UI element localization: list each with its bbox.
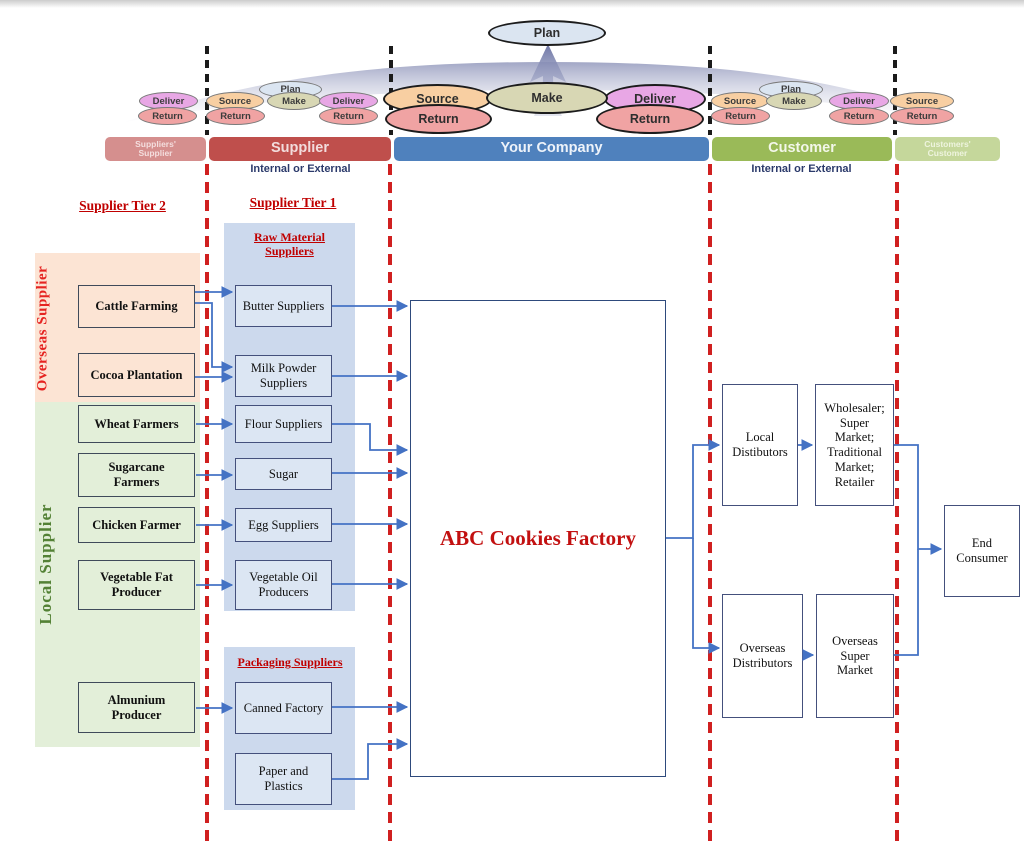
band-customer: Customer: [712, 137, 892, 161]
heading-supplier-tier2: Supplier Tier 2: [79, 198, 166, 213]
band-suppliers-supplier-line1: Suppliers': [135, 139, 176, 150]
band-customers-customer-line2: Customer: [927, 148, 968, 158]
tier2-box-cattle-farming: Cattle Farming: [78, 285, 195, 328]
local-supplier-panel: [35, 402, 200, 747]
band-customers-customer: Customers' Customer: [895, 137, 1000, 161]
zone-divider-red-1: [205, 164, 209, 845]
band-suppliers-supplier: Suppliers' Supplier: [105, 137, 206, 161]
zone-divider-top-1: [205, 46, 209, 135]
band-your-company: Your Company: [394, 137, 709, 161]
oval-plan-top: Plan: [488, 20, 606, 46]
zone-divider-top-4: [893, 46, 897, 135]
zone-divider-red-4: [895, 164, 899, 845]
oval-sup-make: Make: [267, 92, 321, 110]
oval-sup-return-2: Return: [319, 107, 378, 125]
oval-ss-deliver: Deliver: [139, 92, 198, 110]
oval-ss-return: Return: [138, 107, 197, 125]
oval-sup-return-1: Return: [206, 107, 265, 125]
internal-or-external-supplier: Internal or External: [250, 163, 351, 175]
zone-divider-red-2: [388, 164, 392, 845]
tier2-box-sugarcane-farmers: Sugarcane Farmers: [78, 453, 195, 497]
overseas-supplier-label: Overseas Supplier: [34, 265, 51, 392]
zone-divider-red-3: [708, 164, 712, 845]
tier2-box-vegetable-fat-producer: Vegetable Fat Producer: [78, 560, 195, 610]
tier1-box-milk-powder-suppliers: Milk Powder Suppliers: [235, 355, 332, 397]
tier2-box-almunium-producer: Almunium Producer: [78, 682, 195, 733]
heading-packaging-suppliers: Packaging Suppliers: [237, 655, 343, 669]
oval-yc-return-1: Return: [385, 104, 492, 134]
tier1-box-flour-suppliers: Flour Suppliers: [235, 405, 332, 443]
band-supplier: Supplier: [209, 137, 391, 161]
oval-cc-return: Return: [890, 107, 954, 125]
oval-cust-return-2: Return: [829, 107, 889, 125]
band-suppliers-supplier-line2: Supplier: [138, 148, 173, 158]
tier1-box-egg-suppliers: Egg Suppliers: [235, 508, 332, 542]
tier1-box-sugar: Sugar: [235, 458, 332, 490]
tier1-box-paper-and-plastics: Paper and Plastics: [235, 753, 332, 805]
band-customers-customer-line1: Customers': [924, 139, 971, 150]
page-top-shadow: [0, 0, 1024, 8]
heading-supplier-tier1: Supplier Tier 1: [249, 195, 337, 210]
local-distributors-box: Local Distibutors: [722, 384, 798, 506]
zone-divider-top-3: [708, 46, 712, 135]
wholesaler-box: Wholesaler; Super Market; Traditional Ma…: [815, 384, 894, 506]
oval-cust-make: Make: [766, 92, 822, 110]
tier2-box-wheat-farmers: Wheat Farmers: [78, 405, 195, 443]
overseas-super-market-box: Overseas Super Market: [816, 594, 894, 718]
oval-yc-return-2: Return: [596, 104, 704, 134]
abc-cookies-factory-box: ABC Cookies Factory: [410, 300, 666, 777]
oval-cust-return-1: Return: [711, 107, 770, 125]
tier1-box-vegetable-oil-producers: Vegetable Oil Producers: [235, 560, 332, 610]
heading-raw-material-suppliers: Raw Material Suppliers: [254, 230, 325, 259]
oval-yc-make: Make: [486, 82, 608, 114]
overseas-distributors-box: Overseas Distributors: [722, 594, 803, 718]
tier1-box-canned-factory: Canned Factory: [235, 682, 332, 734]
internal-or-external-customer: Internal or External: [751, 163, 852, 175]
tier2-box-cocoa-plantation: Cocoa Plantation: [78, 353, 195, 397]
local-supplier-label: Local Supplier: [36, 503, 55, 625]
tier1-box-butter-suppliers: Butter Suppliers: [235, 285, 332, 327]
end-consumer-box: End Consumer: [944, 505, 1020, 597]
plan-swoosh-graphic: [125, 44, 955, 122]
tier2-box-chicken-farmer: Chicken Farmer: [78, 507, 195, 543]
